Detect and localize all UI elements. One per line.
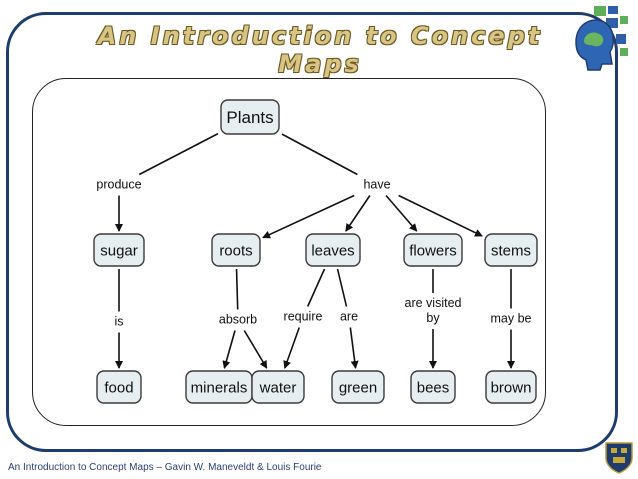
concept-node-label: green [339, 379, 377, 396]
link-label-text: by [426, 311, 440, 325]
concept-node-label: minerals [191, 379, 248, 396]
concept-node-label: brown [491, 379, 532, 396]
link-label-is: is [108, 314, 130, 330]
concept-node-stems: stems [484, 233, 538, 267]
slide-title: An Introduction to Concept Maps [97, 22, 543, 78]
link-label-text: have [363, 178, 390, 192]
concept-node-label: stems [491, 242, 531, 259]
concept-map-panel: produce have is absorb require are are visited… [32, 78, 546, 426]
link-label-text: are [340, 310, 358, 324]
concept-node-label: roots [219, 242, 252, 259]
concept-node-roots: roots [211, 233, 261, 267]
link-label-text: require [284, 310, 323, 324]
concept-node-label: sugar [100, 242, 138, 259]
edge-roots-absorb [235, 268, 239, 310]
edge-layer [115, 132, 515, 369]
link-label-layer: produce have is absorb require are are visited… [90, 177, 536, 330]
link-label-absorb: absorb [213, 312, 263, 328]
edge-leaves-require [306, 268, 326, 307]
link-label-require: require [274, 309, 332, 325]
link-label-have: have [359, 177, 395, 193]
concept-node-bees: bees [410, 370, 456, 404]
concept-node-label: bees [417, 379, 450, 396]
concept-node-label: flowers [409, 242, 457, 259]
node-layer: Plants sugar roots leaves flowers stems food mi… [93, 99, 538, 404]
concept-node-food: food [96, 370, 142, 404]
concept-node-label: food [104, 379, 133, 396]
edge-leaves-are [336, 268, 348, 307]
concept-node-green: green [331, 370, 385, 404]
concept-node-water: water [251, 370, 305, 404]
link-label-text: absorb [219, 313, 257, 327]
concept-node-label: Plants [226, 108, 273, 127]
concept-node-minerals: minerals [185, 370, 253, 404]
link-label-are: are [335, 309, 363, 325]
edge-have-leaves [345, 195, 371, 232]
concept-node-brown: brown [485, 370, 537, 404]
link-label-text: are visited [405, 296, 462, 310]
edge-have-roots [262, 194, 355, 239]
edge-have-flowers [385, 194, 418, 232]
edge-plants-have [281, 133, 358, 176]
link-label-text: may be [491, 312, 532, 326]
concept-node-plants: Plants [220, 99, 280, 135]
edge-have-stems [398, 194, 483, 237]
edge-absorb-minerals [222, 330, 236, 369]
link-label-may-be: may be [486, 311, 536, 327]
concept-node-label: water [259, 379, 297, 396]
brain-head-logo-icon [566, 2, 632, 80]
link-label-text: produce [96, 178, 141, 192]
concept-node-leaves: leaves [305, 233, 361, 267]
link-label-text: is [114, 315, 123, 329]
concept-node-sugar: sugar [93, 233, 145, 267]
edge-absorb-water [243, 330, 268, 369]
concept-map: produce have is absorb require are are visited… [90, 99, 538, 404]
concept-node-label: leaves [311, 242, 354, 259]
university-crest-icon [604, 440, 634, 478]
edge-are-green [349, 327, 359, 369]
link-label-produce: produce [90, 177, 148, 193]
edge-require-water [283, 327, 301, 369]
footer-citation: An Introduction to Concept Maps – Gavin … [8, 462, 322, 473]
edge-plants-produce [138, 132, 219, 176]
slide-frame [6, 12, 618, 452]
concept-node-flowers: flowers [403, 233, 463, 267]
